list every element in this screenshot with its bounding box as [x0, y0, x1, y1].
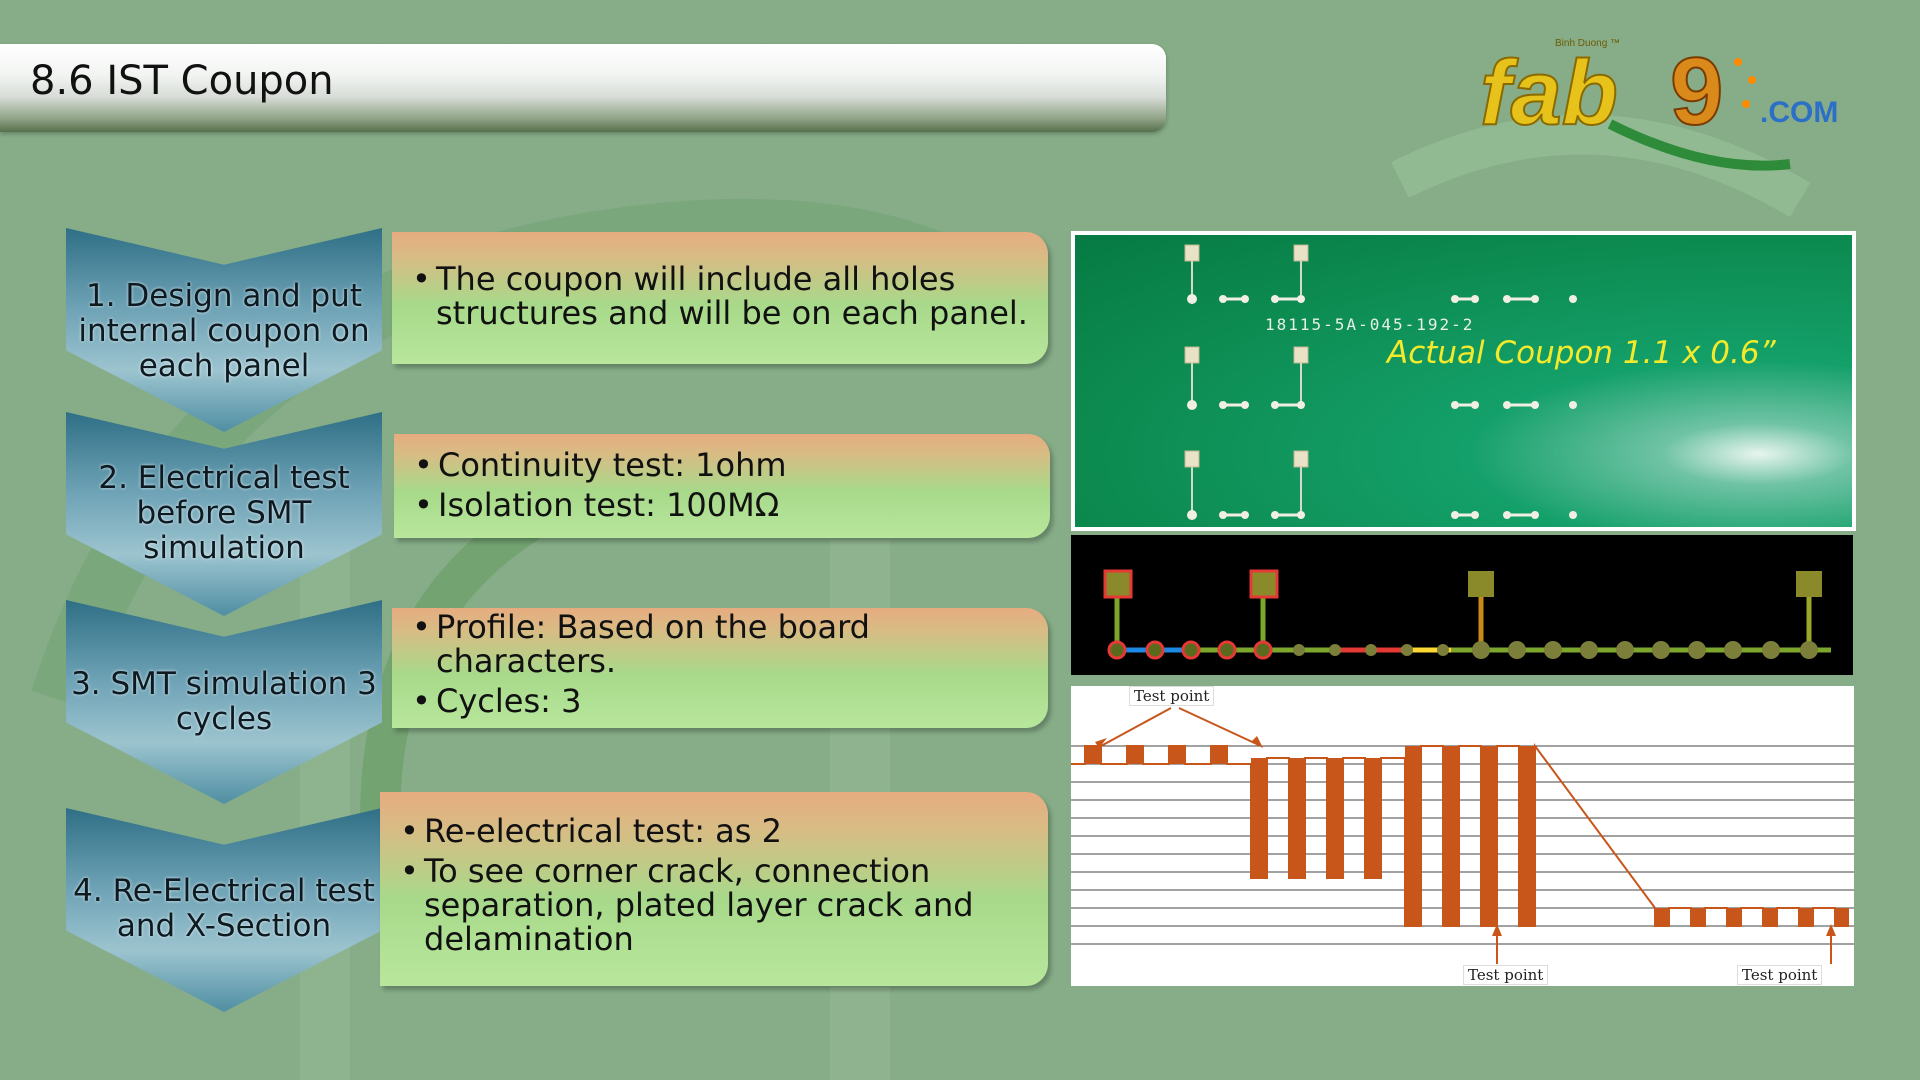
test-point-label-top: Test point [1129, 686, 1215, 706]
step-description-2: Continuity test: 1ohm Isolation test: 10… [394, 434, 1050, 538]
test-point-label-right: Test point [1737, 965, 1823, 985]
step-label-3: 3. SMT simulation 3 cycles [71, 666, 377, 737]
logo-subtitle: Binh Duong ™ [1555, 38, 1621, 49]
step-description-3: Profile: Based on the board characters. … [392, 608, 1048, 728]
fab9-logo: fab 9 [1479, 37, 1791, 171]
step-2-bullet-1: Continuity test: 1ohm [406, 448, 1038, 482]
coupon-caption: Actual Coupon 1.1 x 0.6” [1387, 335, 1776, 371]
step-label-1: 1. Design and put internal coupon on eac… [78, 278, 370, 384]
svg-text:fab: fab [1480, 42, 1618, 144]
logo-suffix: .COM [1760, 96, 1839, 129]
step-label-2: 2. Electrical test before SMT simulation [98, 460, 350, 566]
circuit-schematic [1071, 535, 1853, 675]
svg-text:9: 9 [1670, 38, 1723, 145]
step-3-bullet-2: Cycles: 3 [404, 684, 1036, 718]
step-4-bullet-2: To see corner crack, connection separati… [392, 854, 1036, 956]
coupon-pads [1184, 244, 1577, 520]
step-description-1: The coupon will include all holes struct… [392, 232, 1048, 364]
step-3-bullet-1: Profile: Based on the board characters. [404, 610, 1036, 678]
circuit-diagram [1103, 569, 1831, 660]
step-description-4: Re-electrical test: as 2 To see corner c… [380, 792, 1048, 986]
test-point-graph: Test point Test point Test point [1071, 686, 1854, 986]
coupon-photo: 18115-5A-045-192-2 Actual Coupon 1.1 x 0… [1071, 231, 1856, 531]
page-title: 8.6 IST Coupon [30, 58, 334, 104]
step-4-bullet-1: Re-electrical test: as 2 [392, 814, 1036, 848]
step-2-bullet-2: Isolation test: 100MΩ [406, 488, 1038, 522]
test-point-graph-svg [1071, 707, 1854, 964]
step-1-bullet-1: The coupon will include all holes struct… [404, 262, 1036, 330]
test-point-label-mid: Test point [1463, 965, 1549, 985]
title-bar: 8.6 IST Coupon [0, 44, 1166, 132]
step-label-4: 4. Re-Electrical test and X-Section [73, 873, 375, 944]
coupon-code-text: 18115-5A-045-192-2 [1265, 315, 1475, 334]
